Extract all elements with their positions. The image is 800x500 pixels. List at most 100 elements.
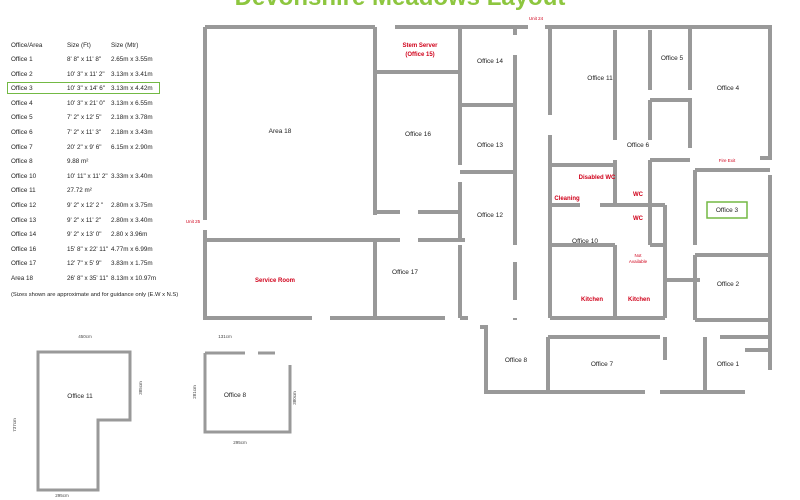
header-size-mtr: Size (Mtr) (111, 42, 139, 49)
cell-office: Office 14 (11, 231, 37, 239)
office-11-dim-top: 450cm (78, 334, 92, 339)
cell-size-ft: 10' 3" x 14' 6" (67, 85, 106, 93)
cell-size-mtr: 2.65m x 3.55m (111, 56, 153, 63)
room-office-5: Office 5 (661, 55, 684, 62)
cell-office: Office 12 (11, 202, 37, 209)
table-row: Office 13 9' 2" x 11' 2" 2.80m x 3.40m (9, 217, 189, 229)
cell-size-ft: 27.72 m² (67, 187, 92, 195)
cell-office: Area 18 (11, 275, 34, 282)
cell-size-mtr: 3.13m x 6.55m (111, 99, 153, 107)
cell-office: Office 11 (11, 187, 36, 195)
cell-size-ft: 15' 8" x 22' 11" (67, 245, 109, 253)
size-note: (Sizes shown are approximate and for gui… (11, 292, 179, 298)
cell-office: Office 10 (11, 172, 37, 180)
cell-size-mtr: 6.15m x 2.90m (111, 143, 153, 151)
room-office-1: Office 1 (717, 361, 740, 368)
table-header: Office/Area Size (Ft) Size (Mtr) (9, 42, 189, 54)
room-office-11: Office 11 (587, 75, 613, 82)
room-office-12: Office 12 (477, 212, 503, 219)
room-office-10: Office 10 (572, 238, 598, 245)
cell-size-mtr: 2.18m x 3.78m (111, 114, 153, 122)
cell-office: Office 17 (11, 260, 37, 268)
row-highlight (7, 82, 160, 95)
header-office: Office/Area (11, 42, 43, 49)
cell-size-mtr: 3.33m x 3.40m (111, 172, 153, 180)
office-8-dim-top: 131cm (218, 334, 232, 339)
unit-25-label: Unit 25 (186, 219, 201, 224)
fire-exit-label: Fire Exit (719, 158, 736, 163)
cell-office: Office 5 (11, 114, 33, 122)
cell-size-mtr: 2.80m x 3.75m (111, 202, 153, 209)
cell-size-mtr: 4.77m x 6.99m (111, 245, 153, 253)
room-not-available: Not (634, 253, 642, 258)
office-11-dim-bottom: 295cm (55, 493, 69, 498)
room-kitchen-1: Kitchen (581, 297, 603, 303)
room-office-14: Office 14 (477, 58, 503, 65)
cell-office: Office 16 (11, 245, 37, 253)
cell-office: Office 7 (11, 143, 33, 151)
cell-size-mtr: 2.18m x 3.43m (111, 129, 153, 136)
cell-office: Office 8 (11, 158, 33, 166)
cell-size-ft: 10' 3" x 11' 2" (67, 70, 105, 78)
office-11-detail-label: Office 11 (67, 393, 93, 400)
table-row: Office 7 20' 2" x 9' 6" 6.15m x 2.90m (9, 144, 189, 156)
cell-size-ft: 10' 3" x 21' 0" (67, 99, 106, 107)
room-kitchen-2: Kitchen (628, 297, 650, 303)
room-office-16: Office 16 (405, 131, 431, 138)
cell-size-ft: 10' 11" x 11' 2" (67, 172, 108, 180)
room-stem-server: Stem Server (402, 43, 438, 49)
cell-size-mtr: 3.83m x 1.75m (111, 260, 153, 268)
table-row: Office 8 9.88 m² (9, 158, 189, 170)
table-row: Office 17 12' 7" x 5' 9" 3.83m x 1.75m (9, 260, 189, 272)
cell-size-ft: 8' 8" x 11' 8" (67, 56, 102, 63)
unit-24-label: Unit 24 (529, 16, 544, 21)
room-office-6: Office 6 (627, 142, 650, 149)
table-row: Office 10 10' 11" x 11' 2"3.33m x 3.40m (9, 173, 189, 185)
cell-size-mtr: 2.80m x 3.40m (111, 216, 153, 224)
room-disabled-wc: Disabled WC (579, 175, 616, 181)
room-wc-2: WC (633, 216, 644, 222)
cell-size-ft: 7' 2" x 11' 3" (67, 129, 102, 136)
room-not-available-sub: Available (629, 259, 648, 264)
room-office-2: Office 2 (717, 281, 740, 288)
page-title: Devonshire Meadows Layout (0, 0, 800, 12)
office-3-highlight (706, 201, 748, 219)
room-office-3: Office 3 (716, 207, 739, 214)
office-8-dim-left: 281cm (192, 385, 197, 399)
table-row: Office 11 27.72 m² (9, 187, 189, 199)
cell-office: Office 13 (11, 216, 37, 224)
cell-size-mtr: 2.80 x 3.96m (111, 231, 148, 239)
office-8-detail-label: Office 8 (224, 392, 247, 399)
room-office-7: Office 7 (591, 361, 614, 368)
cell-size-ft: 26' 8" x 35' 11" (67, 275, 109, 282)
cell-size-ft: 9.88 m² (67, 158, 89, 166)
office-8-detail: Office 8 131cm 281cm 380cm 295cm (192, 334, 297, 445)
room-stem-server-sub: (Office 15) (405, 52, 434, 58)
header-size-ft: Size (Ft) (67, 42, 91, 49)
cell-office: Office 2 (11, 70, 33, 78)
office-11-dim-right: 385cm (138, 381, 143, 395)
cell-size-ft: 9' 2" x 11' 2" (67, 216, 102, 224)
table-row: Office 14 9' 2" x 13' 0" 2.80 x 3.96m (9, 231, 189, 243)
room-service: Service Room (255, 278, 295, 284)
office-11-dim-left: 737cm (12, 418, 17, 432)
room-office-8: Office 8 (505, 357, 528, 364)
cell-size-mtr: 8.13m x 10.97m (111, 275, 157, 282)
table-row: Office 12 9' 2" x 12' 2 " 2.80m x 3.75m (9, 202, 189, 214)
table-row: Office 2 10' 3" x 11' 2" 3.13m x 3.41m (9, 71, 189, 83)
cell-office: Office 4 (11, 99, 33, 107)
cell-size-ft: 9' 2" x 13' 0" (67, 231, 102, 239)
cell-size-mtr: 3.13m x 3.41m (111, 70, 153, 78)
cell-size-mtr: 3.13m x 4.42m (111, 85, 153, 93)
room-office-4: Office 4 (717, 85, 740, 92)
room-area-18: Area 18 (269, 128, 292, 135)
cell-size-ft: 9' 2" x 12' 2 " (67, 202, 104, 209)
cell-size-ft: 20' 2" x 9' 6" (67, 143, 102, 151)
office-11-detail: Office 11 450cm 737cm 385cm 295cm (12, 334, 143, 498)
cell-size-ft: 12' 7" x 5' 9" (67, 260, 102, 268)
room-wc-1: WC (633, 192, 644, 198)
